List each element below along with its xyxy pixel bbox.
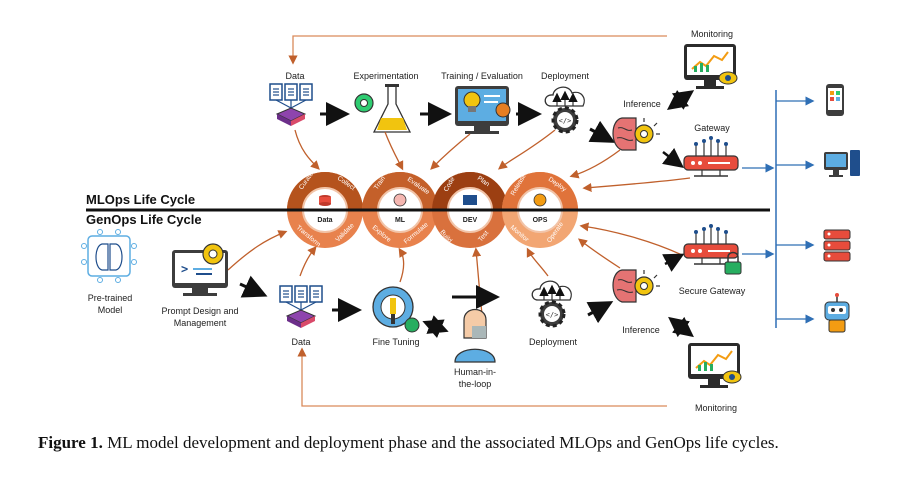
top-inference-brain-icon [612, 117, 661, 151]
svg-text:>: > [181, 262, 188, 276]
bottom-monitoring-to-inference-arrow [668, 316, 691, 338]
figure-caption-label: Figure 1. [38, 433, 103, 452]
gear-data-label: Data [317, 217, 332, 224]
bottom-inference-brain-icon [612, 269, 661, 303]
lock-icon [724, 251, 742, 275]
ml-gear-icon [393, 193, 407, 207]
robot-icon [824, 293, 850, 333]
bottom-deployment-icon [532, 281, 571, 326]
human-to-finetuning-arrow [422, 319, 445, 338]
bottom-data-icon [279, 285, 323, 329]
training-icon [455, 86, 511, 134]
top-inference-label: Inference [623, 99, 661, 109]
gear-dev-label: DEV [463, 217, 478, 224]
human-label-1: Human-in- [454, 367, 496, 377]
top-lifecycle-links [294, 129, 691, 193]
prompt-design-icon: > [172, 243, 228, 296]
ops-gear-icon [533, 193, 547, 207]
top-data-label: Data [285, 71, 304, 81]
lifecycle-diagram: </> Data Experimentation Training / Eval… [81, 29, 860, 413]
top-deployment-icon [545, 87, 584, 132]
training-label: Training / Evaluation [441, 71, 523, 81]
prompt-label-2: Management [174, 318, 227, 328]
bottom-monitoring-label: Monitoring [695, 403, 737, 413]
top-monitoring-icon [683, 43, 738, 90]
top-data-icon [269, 83, 313, 127]
gear-ml-label: ML [395, 217, 406, 224]
desktop-icon [824, 150, 860, 177]
experimentation-icon [354, 84, 412, 133]
bottom-data-label: Data [291, 337, 310, 347]
server-icon [823, 229, 851, 262]
gear-ops-label: OPS [533, 217, 548, 224]
prompt-label-1: Prompt Design and [161, 306, 238, 316]
pretrained-model-icon [81, 229, 137, 283]
bottom-inference-label: Inference [622, 325, 660, 335]
bottom-monitoring-icon [687, 342, 742, 389]
fine-tuning-icon [372, 286, 420, 333]
human-label-2: the-loop [459, 379, 492, 389]
gateway-router-icon [683, 135, 739, 177]
bottom-deployment-label: Deployment [529, 337, 578, 347]
top-monitoring-feedback-arrow [288, 35, 667, 65]
prompt-to-data-arrow [239, 275, 268, 298]
figure-caption-text: ML model development and deployment phas… [102, 433, 779, 452]
mlops-title: MLOps Life Cycle [86, 192, 195, 207]
dev-gear-icon [463, 195, 477, 205]
human-in-the-loop-icon [454, 308, 496, 363]
inference-to-secure-gateway-arrow [662, 253, 685, 272]
phone-icon [826, 84, 844, 116]
bottom-monitoring-feedback-arrow [297, 347, 667, 407]
secure-gateway-router-icon [683, 223, 739, 265]
secure-gateway-label: Secure Gateway [679, 286, 746, 296]
deployment-to-inference-arrow [588, 120, 616, 143]
bottom-lifecycle-links [227, 222, 683, 323]
pretrained-label-1: Pre-trained [88, 293, 133, 303]
top-deployment-label: Deployment [541, 71, 590, 81]
fine-tuning-label: Fine Tuning [372, 337, 419, 347]
top-monitoring-label: Monitoring [691, 29, 733, 39]
figure-caption: Figure 1. ML model development and deplo… [38, 431, 898, 455]
pretrained-label-2: Model [98, 305, 123, 315]
bottom-deployment-to-inference-arrow [586, 301, 614, 324]
experimentation-label: Experimentation [353, 71, 418, 81]
gateway-label: Gateway [694, 123, 730, 133]
inference-to-gateway-arrow [662, 147, 684, 169]
genops-title: GenOps Life Cycle [86, 212, 202, 227]
data-gear-icon [319, 195, 331, 206]
lifecycle-ring-group [280, 172, 585, 248]
monitoring-to-inference-arrow [666, 90, 691, 110]
